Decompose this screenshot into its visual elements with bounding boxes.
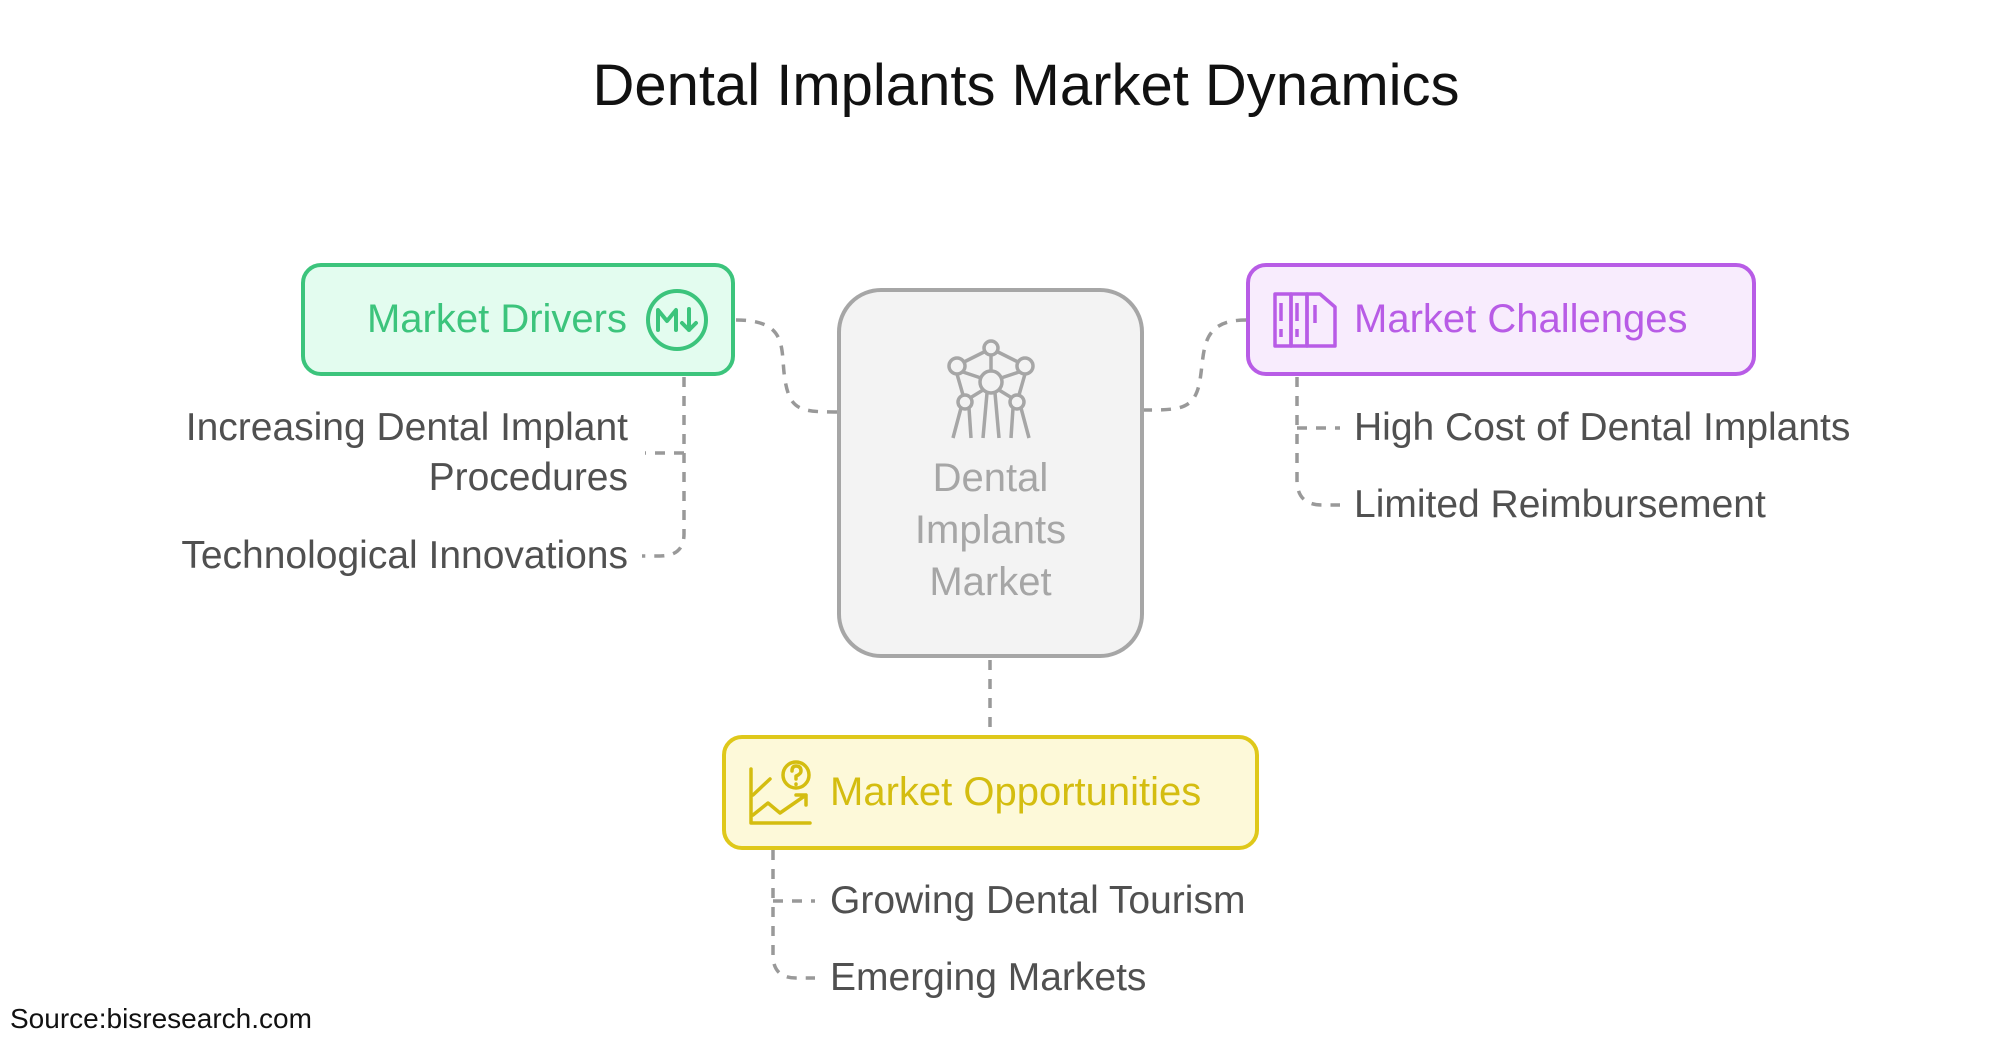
market-challenges-node: Market Challenges <box>1246 263 1756 376</box>
driver-item-increasing-procedures: Increasing Dental Implant Procedures <box>186 403 628 503</box>
page-title: Dental Implants Market Dynamics <box>592 53 1460 118</box>
market-challenges-label: Market Challenges <box>1354 297 1688 341</box>
market-drivers-node: Market Drivers <box>301 263 735 376</box>
connector-opps-items <box>771 850 815 980</box>
market-drivers-label: Market Drivers <box>366 297 627 341</box>
connector-challenges <box>1143 318 1247 412</box>
center-label: Dental Implants Market <box>915 452 1066 608</box>
driver-item-line: Procedures <box>428 456 628 499</box>
books-icon <box>1273 291 1337 348</box>
challenge-item-high-cost: High Cost of Dental Implants <box>1354 406 1851 449</box>
connector-drivers-items <box>642 377 686 558</box>
atomium-icon <box>946 339 1035 439</box>
opportunity-item-emerging-markets: Emerging Markets <box>830 956 1147 999</box>
market-opportunities-label: Market Opportunities <box>830 770 1202 814</box>
driver-item-line: Increasing Dental Implant <box>185 406 628 449</box>
challenge-item-limited-reimbursement: Limited Reimbursement <box>1354 483 1766 526</box>
driver-item-technological-innovations: Technological Innovations <box>181 534 628 577</box>
dental-implants-market-node: Dental Implants Market <box>837 288 1144 658</box>
opportunity-item-dental-tourism: Growing Dental Tourism <box>830 879 1246 922</box>
connector-challenges-items <box>1295 377 1340 507</box>
markdown-down-icon <box>646 288 708 351</box>
source-caption: Source:bisresearch.com <box>10 1003 312 1034</box>
market-opportunities-node: Market Opportunities <box>722 735 1259 850</box>
connector-drivers <box>735 318 838 414</box>
center-label-line: Implants <box>914 508 1067 552</box>
center-label-line: Market <box>929 560 1052 604</box>
chart-question-icon <box>749 759 812 825</box>
center-label-line: Dental <box>932 456 1049 500</box>
